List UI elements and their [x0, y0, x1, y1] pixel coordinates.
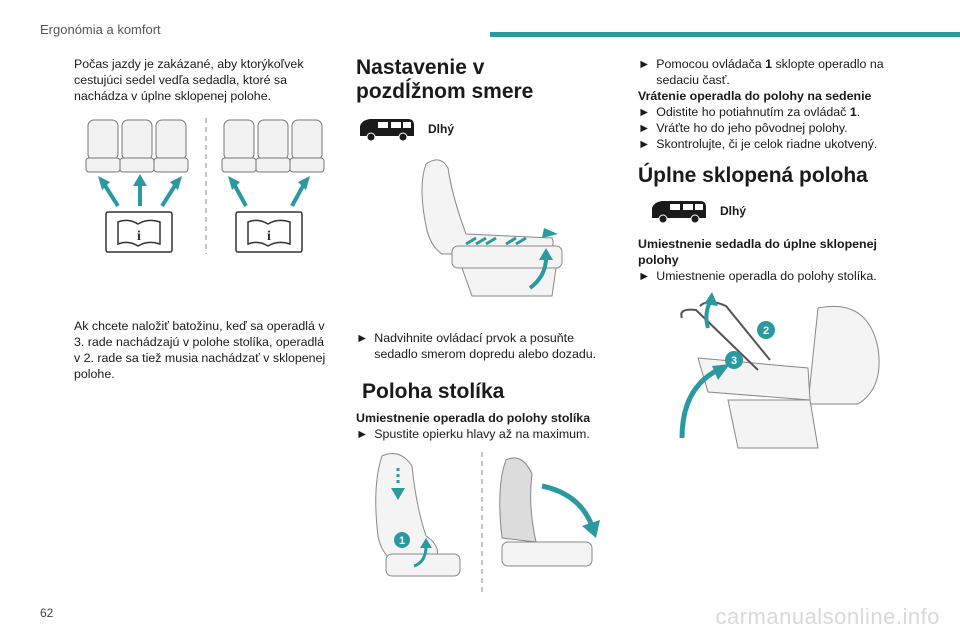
row2-seats-group: [221, 119, 325, 173]
van-icon: [360, 119, 414, 142]
svg-text:i: i: [267, 229, 271, 244]
column-middle: Nastavenie v pozdĺžnom smere Dlhý: [356, 56, 620, 596]
heading-table-position: Poloha stolíka: [362, 380, 505, 403]
running-head: Ergonómia a komfort: [40, 22, 161, 37]
bullet-arrow: ►: [356, 331, 369, 345]
seat-slide-illustration: [421, 159, 563, 297]
book-info-icon: i: [105, 211, 173, 253]
bullet-arrow: ►: [638, 121, 651, 135]
bullet-text: Umiestnenie operadla do polohy stolíka.: [656, 269, 877, 283]
passenger-warning-text: Počas jazdy je zakázané, aby ktorýkoľvek…: [74, 57, 304, 103]
heading-fully-folded: Úplne sklopená poloha: [638, 164, 868, 187]
callout-1: 1: [399, 535, 405, 547]
callout-3: 3: [731, 355, 737, 367]
check-instruction: ► Skontrolujte, či je celok riadne ukotv…: [638, 136, 896, 152]
bullet-text: Pomocou ovládača 1 sklopte operadlo na s…: [656, 57, 884, 87]
heading-longitudinal-adjustment: Nastavenie v pozdĺžnom smere: [356, 56, 534, 103]
full-fold-illustration: 2 3: [679, 292, 880, 449]
long-version-badge: Dlhý: [638, 198, 896, 224]
svg-text:i: i: [137, 229, 141, 244]
van-icon: [652, 201, 706, 224]
bullet-text: Nadvihnite ovládací prvok a posuňte seda…: [374, 331, 597, 361]
bullet-arrow: ►: [638, 105, 651, 119]
bullet-text: Skontrolujte, či je celok riadne ukotven…: [656, 137, 878, 151]
subheading-full-fold: Umiestnenie sedadla do úplne sklopenej p…: [638, 237, 877, 267]
seat-rows-illustration: i i: [85, 118, 325, 254]
up-arrows: [98, 174, 310, 208]
bullet-text: Spustite opierku hlavy až na maximum.: [374, 427, 590, 441]
watermark: carmanualsonline.info: [715, 604, 940, 629]
column-right: ► Pomocou ovládača 1 sklopte operadlo na…: [638, 56, 896, 468]
release-instruction: ► Odistite ho potiahnutím za ovládač 1.: [638, 104, 896, 120]
full-fold-instruction: ► Umiestnenie operadla do polohy stolíka…: [638, 268, 896, 284]
bullet-text: Odistite ho potiahnutím za ovládač 1.: [656, 105, 861, 119]
row3-seats-group: [85, 119, 189, 173]
long-version-badge: Dlhý: [356, 116, 620, 142]
page-number: 62: [40, 606, 54, 620]
fold-instruction: ► Pomocou ovládača 1 sklopte operadlo na…: [638, 56, 896, 88]
return-instruction: ► Vráťte ho do jeho pôvodnej polohy.: [638, 120, 896, 136]
bullet-arrow: ►: [356, 427, 369, 441]
book-info-icon: i: [235, 211, 303, 253]
luggage-note-text: Ak chcete naložiť batožinu, keď sa opera…: [74, 319, 326, 381]
bullet-text: Vráťte ho do jeho pôvodnej polohy.: [656, 121, 848, 135]
slide-instruction: ► Nadvihnite ovládací prvok a posuňte se…: [356, 330, 620, 362]
badge-label: Dlhý: [428, 122, 455, 136]
callout-2: 2: [763, 325, 769, 337]
subheading-return-seat: Vrátenie operadla do polohy na sedenie: [638, 89, 872, 103]
subheading-table-position: Umiestnenie operadla do polohy stolíka: [356, 411, 591, 425]
column-left: Počas jazdy je zakázané, aby ktorýkoľvek…: [74, 56, 332, 382]
badge-label: Dlhý: [720, 204, 747, 218]
header-accent-bar: [490, 32, 960, 37]
bullet-arrow: ►: [638, 137, 651, 151]
bullet-arrow: ►: [638, 269, 651, 283]
headrest-instruction: ► Spustite opierku hlavy až na maximum.: [356, 426, 620, 442]
table-position-illustration: 1: [375, 452, 600, 592]
bullet-arrow: ►: [638, 57, 651, 71]
